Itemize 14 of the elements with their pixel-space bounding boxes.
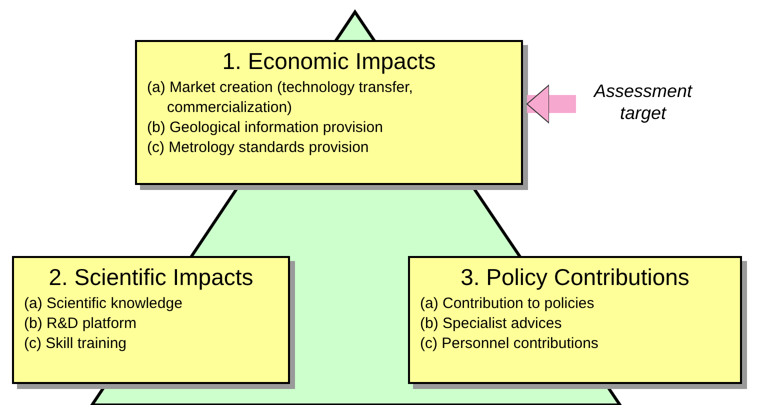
- block-arrow: [526, 84, 576, 124]
- list-item: (a) Market creation (technology transfer, commercialization): [146, 78, 414, 118]
- list-item: (b) Specialist advices: [419, 314, 563, 334]
- list-item: (c) Personnel contributions: [419, 334, 600, 354]
- box-heading: 3. Policy Contributions: [460, 264, 690, 290]
- box-heading: 2. Scientific Impacts: [48, 264, 254, 290]
- list-item: (c) Metrology standards provision: [146, 138, 370, 158]
- list-item: (b) Geological information provision: [146, 118, 384, 138]
- list-item: (b) R&D platform: [23, 314, 138, 334]
- list-item: (a) Contribution to policies: [419, 294, 596, 314]
- box-heading: 1. Economic Impacts: [221, 48, 437, 74]
- callout-text: Assessment target: [578, 80, 708, 124]
- list-item: (c) Skill training: [23, 334, 128, 354]
- list-item: (a) Scientific knowledge: [23, 294, 184, 314]
